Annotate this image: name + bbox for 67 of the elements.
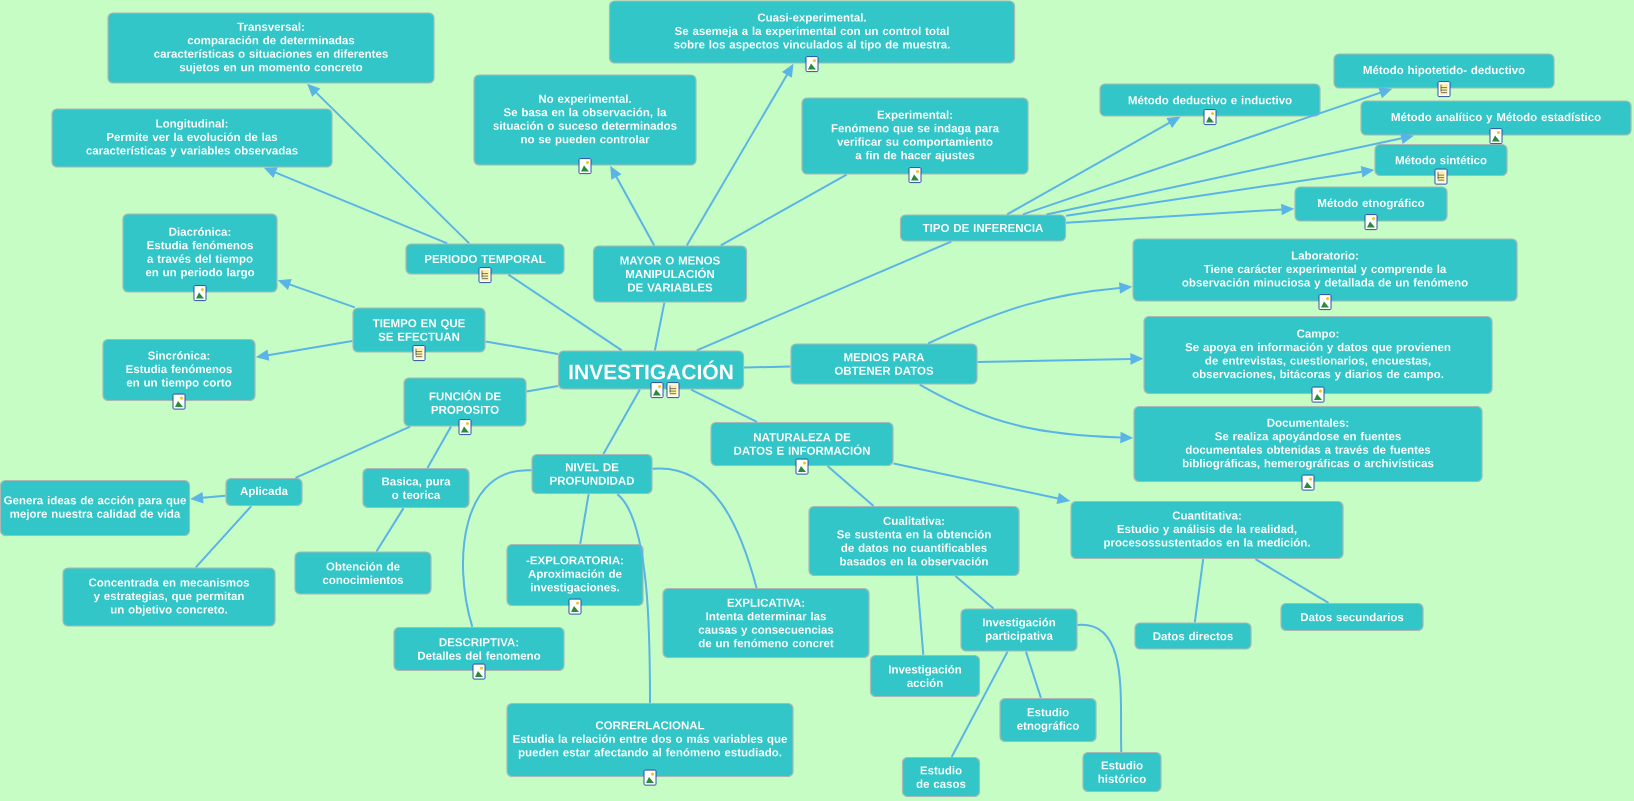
concept-box: -EXPLORATORIA: Aproximación de investigaciones.	[506, 543, 644, 607]
concept-box: Laboratorio: Tiene carácter experimental y comprende la observación minuciosa y detallada de un fenómeno	[1132, 238, 1518, 302]
connector-line	[695, 240, 953, 352]
concept-box: MAYOR O MENOS MANIPULACIÓN DE VARIABLES	[592, 245, 748, 303]
connector-line	[651, 467, 758, 589]
connector-line	[426, 425, 452, 469]
concept-box: NATURALEZA DE DATOS E INFORMACIÓN	[710, 421, 894, 467]
concept-box: Datos directos	[1134, 622, 1252, 650]
concept-box: Concentrada en mecanismos y estrategias, que permitan un objetivo concreto.	[62, 567, 276, 627]
concept-box: Estudio de casos	[901, 756, 981, 798]
connector-line	[719, 173, 848, 247]
concept-box: Basica, pura o teorica	[362, 467, 470, 509]
connector-line	[743, 365, 792, 369]
connector-line	[653, 301, 666, 352]
concept-box: MEDIOS PARA OBTENER DATOS	[790, 343, 978, 385]
connector-line	[602, 388, 641, 455]
concept-box: Cuasi-experimental. Se asemeja a la experimental con un control total sobre los aspectos vinculados al tipo de muestra.	[608, 0, 1016, 64]
connector-line	[690, 388, 758, 423]
connector-line	[462, 469, 533, 628]
concept-box: Método analítico y Método estadístico	[1360, 100, 1632, 136]
concept-box: Cuantitativa: Estudio y análisis de la realidad, procesossustentados en la medición.	[1070, 500, 1344, 560]
main-concept-box: INVESTIGACIÓN	[557, 350, 745, 390]
concept-box: Investigación participativa	[960, 608, 1078, 652]
concept-box: No experimental. Se basa en la observación, la situación o suceso determinados no se pueden controlar	[473, 74, 697, 166]
concept-box: TIEMPO EN QUE SE EFECTUAN	[352, 307, 486, 353]
concept-box: Longitudinal: Permite ver la evolución de las características y variables observadas	[51, 108, 333, 168]
concept-box: Investigación acción	[869, 654, 981, 698]
concept-box: Estudio histórico	[1082, 751, 1162, 793]
concept-box: Método sintético	[1374, 143, 1508, 177]
concept-box: Diacrónica: Estudia fenómenos a través del tiempo en un periodo largo	[122, 213, 278, 293]
concept-box: Aplicada	[225, 477, 303, 507]
concept-box: EXPLICATIVA: Intenta determinar las causas y consecuencias de un fenómeno concret	[662, 587, 870, 659]
concept-box: Método deductivo e inductivo	[1099, 83, 1321, 117]
concept-box: Experimental: Fenómeno que se indaga para verificar su comportamiento a fin de hacer ajustes	[801, 97, 1029, 175]
connector-line	[525, 385, 559, 393]
connector-line	[579, 493, 590, 545]
concept-box: CORRERLACIONAL Estudia la relación entre dos o más variables que pueden estar afectando al fenómeno estudiado.	[506, 702, 794, 778]
concept-box: Campo: Se apoya en información y datos que provienen de entrevistas, cuestionarios, encuestas, observaciones, bitácoras y diarios de campo.	[1143, 315, 1493, 395]
connector-line	[1024, 650, 1042, 699]
concept-box: Estudio etnográfico	[999, 697, 1097, 743]
connector-line	[954, 575, 995, 610]
connector-line	[507, 273, 623, 352]
connector-line	[1076, 623, 1123, 753]
connector-line	[194, 505, 253, 569]
connector-line	[1254, 558, 1330, 604]
concept-box: Transversal: comparación de determinadas características o situaciones en diferentes sujetos en un momento concreto	[107, 12, 435, 84]
connector-line	[616, 493, 651, 704]
concept-box: Obtención de conocimientos	[294, 551, 432, 595]
concept-box: Cualitativa: Se sustenta en la obtención de datos no cuantificables basados en la observación	[808, 505, 1020, 577]
concept-box: TIPO DE INFERENCIA	[899, 214, 1067, 242]
connector-line	[294, 425, 412, 479]
connector-line	[915, 575, 925, 656]
connector-line	[1193, 558, 1205, 624]
connector-line	[826, 465, 875, 507]
concept-box: Método etnográfico	[1294, 186, 1448, 222]
connector-line	[950, 650, 1009, 758]
connector-line	[484, 340, 559, 355]
concept-box: Datos secundarios	[1280, 602, 1424, 632]
concept-box: PERIODO TEMPORAL	[405, 243, 565, 275]
concept-box: FUNCIÓN DE PROPOSITO	[403, 377, 527, 427]
concept-box: DESCRIPTIVA: Detalles del fenomeno	[393, 626, 565, 672]
concept-box: Documentales: Se realiza apoyándose en fuentes documentales obtenidas a través de fuentes bibliográficas, hemerográficas o archivísticas	[1133, 405, 1483, 483]
concept-box: Genera ideas de acción para que mejore nuestra calidad de vida	[0, 479, 191, 537]
connector-line	[375, 507, 405, 553]
concept-box: Método hipotetido- deductivo	[1333, 53, 1555, 89]
concept-box: NIVEL DE PROFUNDIDAD	[531, 453, 653, 495]
concept-box: Sincrónica: Estudia fenómenos en un tiempo corto	[102, 338, 256, 402]
